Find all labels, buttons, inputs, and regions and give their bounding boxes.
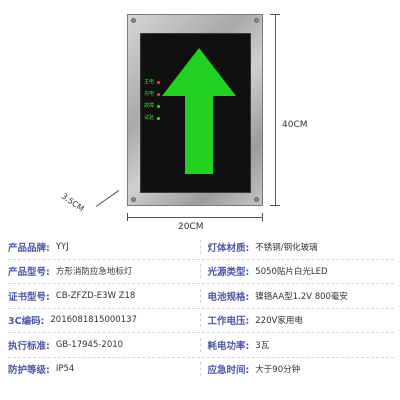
screw-icon (254, 197, 259, 202)
spec-cell: 执行标准: GB-17945-2010 (8, 338, 200, 352)
indicator-main-power: 主电 (144, 79, 161, 85)
spec-cell: 工作电压: 220V家用电 (200, 313, 394, 328)
spec-cell: 电池规格: 镍铬AA型1.2V 800毫安 (200, 288, 394, 303)
spec-label: 产品型号: (8, 267, 50, 279)
spec-label: 电池规格: (207, 291, 250, 303)
spec-row: 产品型号: 方形消防应急地标灯 光源类型: 5050贴片白光LED (8, 260, 394, 284)
spec-value: CB-ZFZD-E3W Z18 (55, 290, 136, 301)
indicator-label: 试验 (144, 115, 155, 121)
spec-cell: 防护等级: IP54 (8, 362, 200, 376)
spec-value: 大于90分钟 (255, 365, 301, 376)
indicator-label: 故障 (144, 103, 155, 109)
spec-cell: 应急时间: 大于90分钟 (200, 362, 394, 377)
screw-icon (131, 197, 136, 202)
indicator-label: 主电 (144, 79, 155, 85)
spec-cell: 耗电功率: 3瓦 (200, 337, 394, 352)
spec-table: 产品品牌: YYJ 灯体材质: 不锈钢/钢化玻璃 产品型号: 方形消防应急地标灯… (8, 235, 394, 381)
indicator-label: 充电 (144, 91, 155, 97)
spec-value: 5050贴片白光LED (255, 267, 328, 278)
indicator-light-icon (157, 80, 161, 84)
spec-label: 耗电功率: (207, 340, 250, 352)
spec-value: 不锈钢/钢化玻璃 (255, 242, 318, 253)
depth-dimension-label: 3.5CM (59, 191, 86, 214)
height-dimension-line (275, 14, 276, 206)
width-dimension-label: 20CM (178, 222, 204, 232)
height-dimension-label: 40CM (282, 120, 308, 130)
spec-cell: 光源类型: 5050贴片白光LED (200, 264, 394, 279)
spec-label: 产品品牌: (8, 242, 50, 254)
spec-row: 3C编码: 2016081815000137 工作电压: 220V家用电 (8, 309, 394, 333)
spec-label: 应急时间: (207, 365, 250, 377)
depth-dimension-line (95, 190, 120, 207)
indicator-light-icon (157, 92, 161, 96)
spec-cell: 产品品牌: YYJ (8, 240, 200, 254)
spec-row: 防护等级: IP54 应急时间: 大于90分钟 (8, 358, 394, 382)
spec-value: 2016081815000137 (50, 315, 137, 326)
spec-cell: 产品型号: 方形消防应急地标灯 (8, 264, 200, 278)
width-dimension-line (127, 217, 263, 218)
spec-row: 证书型号: CB-ZFZD-E3W Z18 电池规格: 镍铬AA型1.2V 80… (8, 284, 394, 309)
spec-label: 光源类型: (207, 267, 250, 279)
spec-label: 3C编码: (8, 316, 45, 328)
indicator-light-icon (157, 116, 161, 120)
screw-icon (131, 18, 136, 23)
spec-value: YYJ (55, 241, 69, 252)
sign-housing-image: 主电 充电 故障 试验 (127, 14, 263, 206)
spec-row: 产品品牌: YYJ 灯体材质: 不锈钢/钢化玻璃 (8, 235, 394, 260)
spec-cell: 3C编码: 2016081815000137 (8, 313, 200, 327)
sign-display-panel: 主电 充电 故障 试验 (140, 33, 251, 193)
indicator-test: 试验 (144, 115, 161, 121)
spec-label: 执行标准: (8, 340, 50, 352)
spec-cell: 灯体材质: 不锈钢/钢化玻璃 (200, 239, 394, 254)
spec-value: 镍铬AA型1.2V 800毫安 (255, 291, 348, 302)
spec-row: 执行标准: GB-17945-2010 耗电功率: 3瓦 (8, 333, 394, 358)
indicator-charging: 充电 (144, 91, 161, 97)
up-arrow-icon (162, 48, 236, 174)
spec-value: GB-17945-2010 (55, 339, 124, 350)
indicator-fault: 故障 (144, 103, 161, 109)
spec-value: IP54 (55, 364, 75, 375)
spec-value: 220V家用电 (255, 316, 303, 327)
screw-icon (254, 18, 259, 23)
indicator-light-icon (157, 104, 161, 108)
spec-value: 方形消防应急地标灯 (55, 267, 133, 278)
spec-label: 防护等级: (8, 365, 50, 377)
spec-label: 灯体材质: (207, 242, 250, 254)
spec-value: 3瓦 (255, 340, 270, 351)
spec-label: 工作电压: (207, 316, 250, 328)
spec-cell: 证书型号: CB-ZFZD-E3W Z18 (8, 289, 200, 303)
spec-label: 证书型号: (8, 291, 50, 303)
